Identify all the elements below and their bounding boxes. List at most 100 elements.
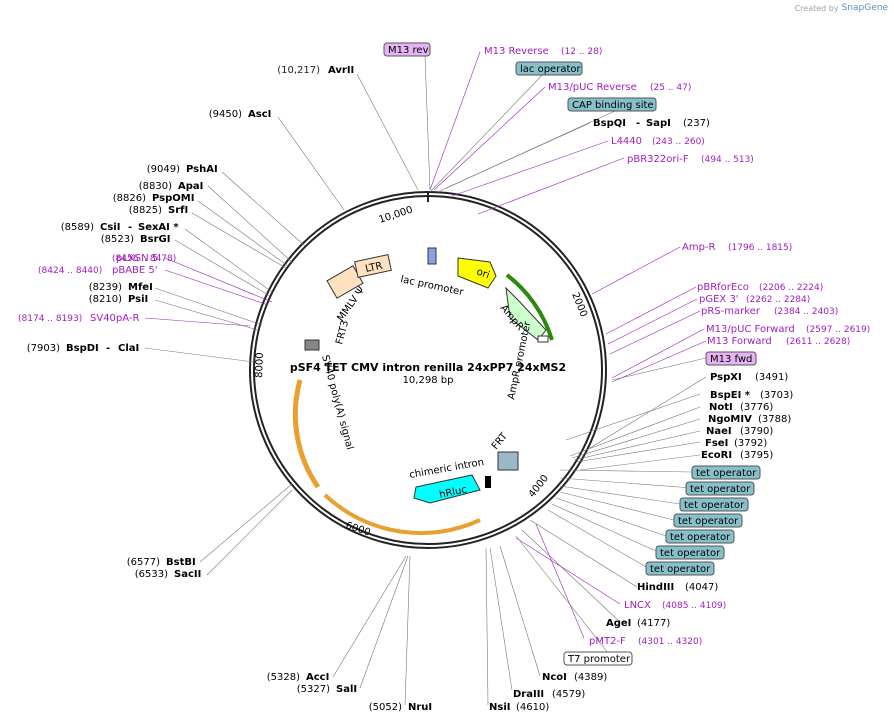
primer-pgex-3: pGEX 3': [699, 294, 739, 305]
site-agei: AgeI: [606, 618, 631, 629]
primer-leader-lines: [144, 51, 707, 639]
tet-operator-box: [673, 513, 743, 528]
ampr-arrow[interactable]: [505, 286, 547, 341]
site-pos: (7903): [27, 343, 60, 354]
site-bspdi: BspDI: [66, 343, 99, 354]
site-pos: (5052): [369, 702, 402, 713]
lac-promoter-label: lac promoter: [399, 274, 465, 298]
site-pos: (8239): [89, 282, 122, 293]
site-pos: (3491): [755, 372, 788, 383]
svg-text:(25 .. 47): (25 .. 47): [650, 83, 691, 93]
svg-text:(494 .. 513): (494 .. 513): [701, 155, 754, 165]
primer-pbrforeco: pBRforEco: [697, 282, 749, 293]
site-pos: (8523): [101, 234, 134, 245]
primer-pmt2-f: pMT2-F: [589, 636, 626, 647]
credit-text: Created by: [794, 3, 839, 13]
primer-lncx: LNCX: [624, 600, 651, 611]
site-pos: (4579): [552, 689, 585, 700]
site-pspxi: PspXI: [710, 372, 742, 383]
site-ngomiv: NgoMIV: [708, 414, 752, 425]
site-pos: (4047): [685, 582, 718, 593]
primer-prs-marker: pRS-marker: [701, 306, 761, 317]
site-sacii: SacII: [174, 569, 201, 580]
svg-text:M13 fwd: M13 fwd: [710, 354, 752, 365]
site-pos: (237): [683, 118, 710, 129]
svg-text:tet operator: tet operator: [678, 516, 739, 527]
map-title: pSF4 TET CMV intron renilla 24xPP7 24xMS…: [290, 361, 566, 374]
svg-text:lac operator: lac operator: [520, 64, 581, 75]
primer-m13-reverse: M13 Reverse: [484, 46, 549, 57]
primer-sv40pa-r: SV40pA-R: [90, 313, 139, 324]
primer-l4440: L4440: [611, 136, 642, 147]
svg-text:(8424 .. 8440): (8424 .. 8440): [38, 266, 102, 276]
primer-m13-forward: M13 Forward: [707, 336, 772, 347]
feature-arc-orange[interactable]: [292, 379, 321, 489]
ori-arrow[interactable]: [457, 257, 497, 289]
site-sexai-name: SexAI *: [138, 222, 179, 233]
svg-text:(4085 .. 4109): (4085 .. 4109): [662, 601, 726, 611]
snapgene-credit: Created by SnapGene: [795, 3, 888, 13]
site-pspomi: PspOMI: [152, 193, 194, 204]
site-pos: (3703): [760, 390, 793, 401]
site-naei: NaeI: [706, 426, 732, 437]
site-srfi: SrfI: [168, 205, 188, 216]
site-bspei: BspEI *: [710, 390, 751, 401]
svg-text:(8174 .. 8193): (8174 .. 8193): [18, 314, 82, 324]
site-pos: (10,217): [277, 65, 320, 76]
chimeric-intron-block[interactable]: [485, 476, 491, 488]
feature-arc-green[interactable]: [505, 273, 554, 341]
svg-text:tet operator: tet operator: [650, 564, 711, 575]
ruler-label: 10,000: [378, 205, 415, 226]
svg-text:tet operator: tet operator: [670, 532, 731, 543]
site-sapi: SapI: [646, 118, 671, 129]
site-pos: (3776): [740, 402, 773, 413]
site-ecori: EcoRI: [701, 450, 732, 461]
frt-block[interactable]: [497, 451, 519, 471]
ltr-block[interactable]: [354, 254, 392, 278]
primer-pbabe-5: pBABE 5': [112, 265, 158, 276]
tet-operator-box: [665, 529, 735, 544]
site-pos: (6577): [127, 557, 160, 568]
svg-text:(2384 .. 2403): (2384 .. 2403): [774, 307, 838, 317]
ampr-promoter-block[interactable]: [537, 335, 549, 343]
svg-text:(2597 .. 2619): (2597 .. 2619): [806, 325, 870, 335]
lac-promoter-block[interactable]: [427, 247, 437, 265]
m13-fwd-box: [705, 351, 757, 366]
site-nsii: NsiI: [489, 702, 510, 713]
site-noti: NotI: [709, 402, 733, 413]
primer-amp-r: Amp-R: [682, 242, 716, 253]
svg-text:-: -: [106, 343, 110, 354]
ltr-label: LTR: [364, 261, 383, 275]
lac-operator-box: [515, 61, 583, 76]
frt-label: FRT: [490, 430, 511, 452]
site-ncoi: NcoI: [542, 672, 567, 683]
site-pos: (8589): [61, 222, 94, 233]
svg-text:T7 promoter: T7 promoter: [567, 654, 631, 665]
site-sexai: -: [128, 222, 132, 233]
svg-text:(243 .. 260): (243 .. 260): [652, 137, 705, 147]
svg-text:tet operator: tet operator: [660, 548, 721, 559]
ori-label: ori: [475, 266, 491, 281]
hrluc-arrow[interactable]: [413, 474, 481, 504]
svg-text:M13 rev: M13 rev: [388, 45, 429, 56]
site-sali: SalI: [336, 684, 357, 695]
primer-plxsn-5: pLXSN 5': [116, 253, 161, 264]
primer-m13-puc-reverse: M13/pUC Reverse: [548, 82, 637, 93]
svg-text:(8456 .. 8478): (8456 .. 8478): [112, 254, 176, 264]
site-fsei: FseI: [705, 438, 728, 449]
sv40-block[interactable]: [304, 339, 320, 351]
site-pos: (3790): [740, 426, 773, 437]
t7-promoter-box: [563, 651, 633, 666]
snapgene-logo: SnapGene: [841, 3, 888, 13]
site-pos: (4610): [516, 702, 549, 713]
map-size: 10,298 bp: [403, 375, 454, 386]
site-hindiii: HindIII: [637, 582, 674, 593]
site-psii: PsiI: [128, 294, 148, 305]
site-pos: (4177): [637, 618, 670, 629]
feature-arc-orange2[interactable]: [323, 493, 481, 536]
m13-rev-box: [383, 42, 431, 57]
site-bstbi: BstBI: [166, 557, 196, 568]
site-pos: (3795): [740, 450, 773, 461]
